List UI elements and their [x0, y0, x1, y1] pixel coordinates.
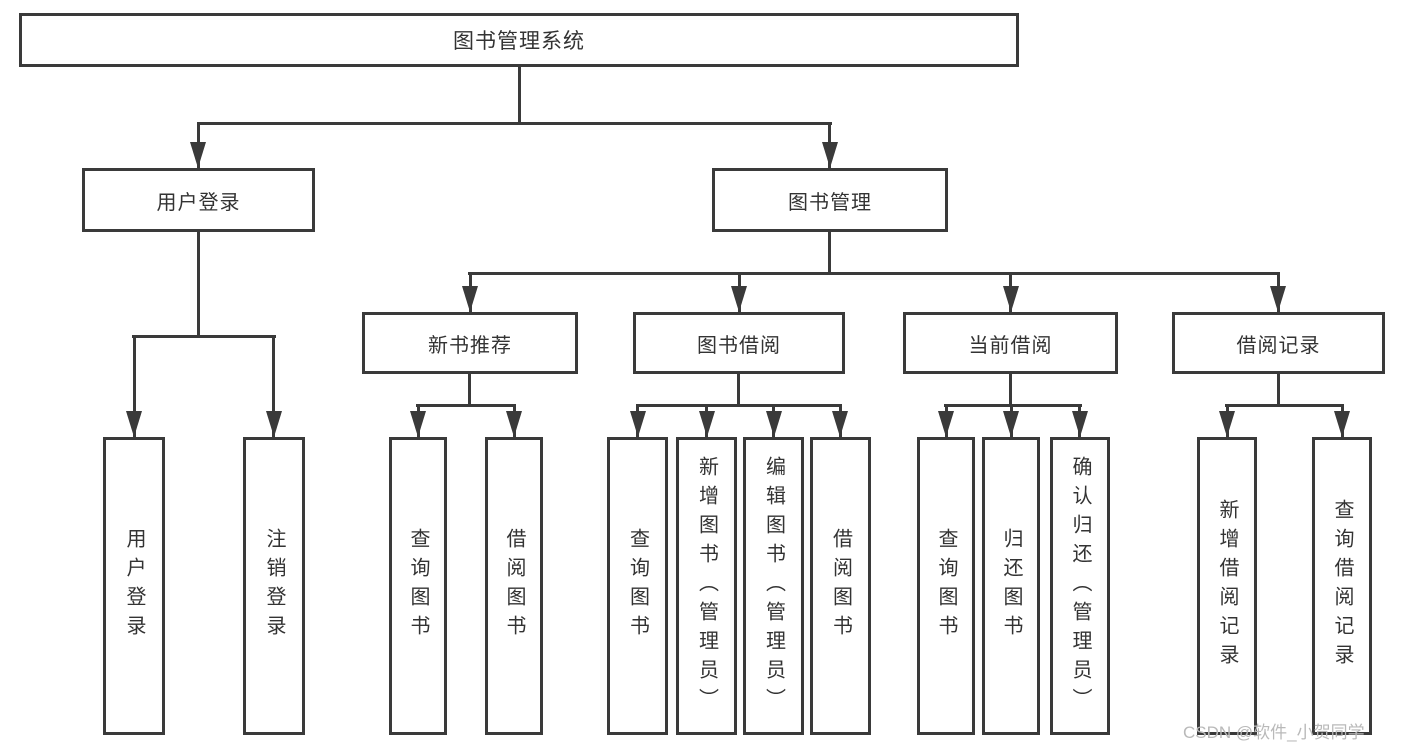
- leaf-return-book: 归还图书: [982, 437, 1040, 735]
- node-user-login: 用户登录: [82, 168, 315, 232]
- node-label: 查询图书: [407, 528, 429, 644]
- connector-line: [272, 335, 275, 437]
- node-label: 借阅图书: [829, 528, 852, 644]
- node-label: 当前借阅: [968, 334, 1053, 357]
- connector-line: [132, 335, 276, 338]
- node-current-borrowing: 当前借阅: [903, 312, 1118, 374]
- arrow-down: [1334, 411, 1350, 437]
- arrow-down: [126, 411, 142, 437]
- node-label: 用户登录: [156, 191, 241, 214]
- connector-line: [636, 404, 842, 407]
- connector-line: [1277, 374, 1280, 407]
- arrow-down: [938, 411, 954, 437]
- connector-line: [828, 232, 831, 274]
- node-label: 确认归还（管理员）: [1069, 455, 1091, 717]
- node-label: 借阅记录: [1236, 334, 1321, 357]
- leaf-confirm-return-admin: 确认归还（管理员）: [1050, 437, 1110, 735]
- node-label: 编辑图书（管理员）: [762, 455, 785, 717]
- connector-line: [197, 232, 200, 336]
- connector-line: [468, 272, 1280, 275]
- leaf-query-book-recommend: 查询图书: [389, 437, 447, 735]
- connector-line: [737, 374, 740, 407]
- arrow-down: [1003, 411, 1019, 437]
- arrow-down: [832, 411, 848, 437]
- arrow-down: [630, 411, 646, 437]
- node-label: 新增借阅记录: [1216, 499, 1238, 673]
- leaf-logout: 注销登录: [243, 437, 305, 735]
- node-label: 借阅图书: [503, 528, 525, 644]
- arrow-down: [822, 142, 838, 168]
- node-label: 查询图书: [626, 528, 649, 644]
- node-label: 查询借阅记录: [1331, 499, 1353, 673]
- arrow-down: [1072, 411, 1088, 437]
- leaf-add-book-admin: 新增图书（管理员）: [676, 437, 737, 735]
- arrow-down: [766, 411, 782, 437]
- node-new-book-recommendation: 新书推荐: [362, 312, 578, 374]
- leaf-query-book-borrow: 查询图书: [607, 437, 668, 735]
- leaf-borrow-book: 借阅图书: [810, 437, 871, 735]
- leaf-add-borrow-record: 新增借阅记录: [1197, 437, 1257, 735]
- leaf-user-login: 用户登录: [103, 437, 165, 735]
- leaf-query-book-current: 查询图书: [917, 437, 975, 735]
- connector-line: [1225, 404, 1344, 407]
- connector-line: [944, 404, 1082, 407]
- arrow-down: [266, 411, 282, 437]
- leaf-query-borrow-record: 查询借阅记录: [1312, 437, 1372, 735]
- connector-line: [468, 374, 471, 407]
- connector-line: [1009, 374, 1012, 407]
- arrow-down: [699, 411, 715, 437]
- leaf-borrow-book-recommend: 借阅图书: [485, 437, 543, 735]
- arrow-down: [506, 411, 522, 437]
- arrow-down: [410, 411, 426, 437]
- connector-line: [133, 335, 136, 437]
- node-label: 用户登录: [123, 528, 145, 644]
- node-label: 注销登录: [263, 528, 285, 644]
- arrow-down: [190, 142, 206, 168]
- node-label: 图书管理: [788, 191, 872, 214]
- arrow-down: [731, 286, 747, 312]
- node-label: 查询图书: [935, 528, 957, 644]
- arrow-down: [1219, 411, 1235, 437]
- node-label: 归还图书: [1000, 528, 1022, 644]
- node-library-management-system: 图书管理系统: [19, 13, 1019, 67]
- leaf-edit-book-admin: 编辑图书（管理员）: [743, 437, 804, 735]
- arrow-down: [1270, 286, 1286, 312]
- arrow-down: [462, 286, 478, 312]
- csdn-watermark: CSDN @软件_小贺同学: [1183, 723, 1365, 742]
- node-label: 新书推荐: [428, 334, 512, 357]
- node-label: 图书借阅: [697, 334, 781, 357]
- connector-line: [416, 404, 516, 407]
- connector-line: [197, 122, 832, 125]
- node-label: 新增图书（管理员）: [695, 455, 718, 717]
- node-book-borrowing: 图书借阅: [633, 312, 845, 374]
- connector-line: [518, 67, 521, 123]
- node-borrowing-records: 借阅记录: [1172, 312, 1385, 374]
- node-book-management: 图书管理: [712, 168, 948, 232]
- arrow-down: [1003, 286, 1019, 312]
- node-label: 图书管理系统: [453, 30, 585, 53]
